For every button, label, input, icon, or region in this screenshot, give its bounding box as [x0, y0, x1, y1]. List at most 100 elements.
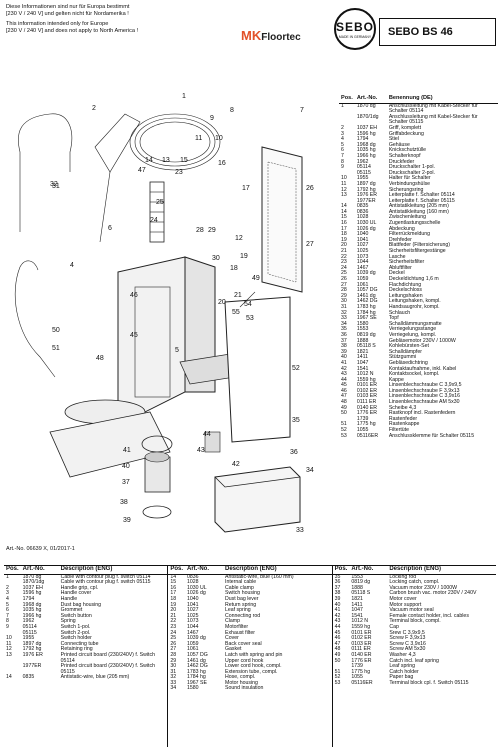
callout-13: 13: [162, 157, 170, 164]
cell-desc: Washer 4,3: [389, 651, 416, 658]
extension-tube-illustration: [14, 260, 56, 378]
cell-art: 1035 hg: [22, 607, 42, 614]
cell-art: 1039 dg: [187, 635, 206, 642]
cell-art: 1057 DG: [187, 651, 208, 658]
cell-pos: 51: [341, 421, 347, 428]
cell-desc: Upper cord hook: [225, 657, 264, 664]
cell-desc: Motorfilter: [225, 623, 249, 630]
callout-25: 25: [156, 199, 164, 206]
cell-pos: 51: [334, 668, 341, 675]
cell-desc: Deckel: [388, 270, 405, 277]
sebo-logo: SEBO MADE IN GERMANY: [334, 8, 376, 50]
cell-desc: Cap: [389, 623, 399, 630]
cell-pos: 43: [341, 371, 347, 378]
cell-pos: 38: [334, 590, 341, 597]
callout-17: 17: [242, 185, 250, 192]
header-pos: Pos.: [332, 566, 350, 575]
cell-desc: Locking catch, compl.: [389, 579, 440, 586]
cell-art: 1968 dg: [356, 141, 376, 148]
cell-art: 05118 S: [351, 590, 371, 597]
cell-pos: 26: [341, 276, 347, 282]
cell-pos: 14: [341, 203, 347, 210]
cell-art: 1966 hg: [356, 152, 376, 159]
cell-pos: 31: [341, 303, 347, 310]
cell-desc: Zugentlastungsschelle: [388, 220, 441, 227]
cell-art: 1025: [356, 248, 369, 255]
cell-desc: Abdeckung: [388, 225, 415, 232]
cell-desc: Sicherheitsfiltergestänge: [388, 248, 446, 255]
callout-49: 49: [252, 275, 260, 282]
callout-10: 10: [215, 135, 223, 142]
cell-art: 0819 dg: [351, 579, 371, 586]
cell-art: 0836: [187, 573, 199, 580]
cell-desc: Sound insulation: [225, 685, 264, 692]
cell-desc: Terminal block cpl. f. Switch 05115: [389, 679, 469, 686]
mk-logo-name: Floortec: [261, 32, 301, 43]
cell-desc: Handle cover: [60, 590, 92, 597]
cell-desc: Carbon brush vac. motor 230V / 240V: [389, 590, 477, 597]
callout-37: 37: [122, 479, 130, 486]
cell-art: 1035 hg: [356, 147, 376, 154]
paper-bag-illustration: [224, 291, 291, 443]
cell-art: 1073: [356, 253, 369, 260]
cell-art: 1580: [187, 685, 199, 692]
cell-desc: Grommet: [60, 607, 83, 614]
cell-art: 1955: [22, 635, 35, 642]
header-desc: Benennung (DE): [386, 95, 498, 104]
cell-desc: Deckeldichtung 1,6 m: [388, 276, 439, 282]
cell-art: 0836: [356, 208, 369, 215]
cell-art: 1888: [351, 584, 363, 591]
cell-art: 1030 UL: [356, 220, 377, 227]
cell-art: 05115: [356, 169, 371, 176]
cell-art: 1967 SE: [187, 679, 207, 686]
cell-pos: 9: [6, 623, 9, 630]
cell-pos: 29: [170, 657, 177, 664]
callout-41: 41: [123, 447, 131, 454]
cell-art: 1897 dg: [356, 180, 376, 187]
header-art: Art.-No.: [185, 566, 223, 575]
cell-desc: Extension tube, compl.: [225, 668, 278, 675]
cell-art: 1870/1dg: [356, 113, 379, 120]
cell-art: 1821: [351, 595, 363, 602]
cell-pos: 37: [341, 337, 347, 344]
cell-desc: Kohlebürsten-Set: [388, 343, 429, 350]
callout-32: 32: [50, 181, 58, 188]
table-row: 38 05118 S Carbon brush vac. motor 230V / …: [333, 591, 496, 597]
table-header-row: Pos. Art.-No. Description (ENG): [332, 566, 496, 575]
cell-art: 1411: [351, 601, 363, 608]
cell-pos: 25: [341, 270, 347, 277]
cell-art: 1030 UL: [187, 584, 207, 591]
cell-art: 1775 hg: [351, 668, 371, 675]
cell-desc: Vacuum motor 230V / 1000W: [389, 584, 457, 591]
cell-art: 1968 dg: [22, 601, 42, 608]
cell-pos: 9: [341, 164, 344, 171]
cell-pos: 16: [341, 220, 347, 227]
cell-pos: 13: [341, 192, 347, 199]
cell-art: 0111 ER: [356, 399, 377, 406]
callout-46: 46: [130, 292, 138, 299]
cell-desc: Connecting tube: [60, 640, 99, 647]
cell-pos: 47: [334, 640, 341, 647]
cell-art: 1061: [187, 646, 199, 653]
cell-desc: Linsenblechschraube C 3,9x9,5: [388, 382, 462, 389]
notice-en-line-2: [230 V / 240 V] and does not apply to No…: [6, 27, 139, 34]
cell-pos: 52: [334, 674, 341, 681]
